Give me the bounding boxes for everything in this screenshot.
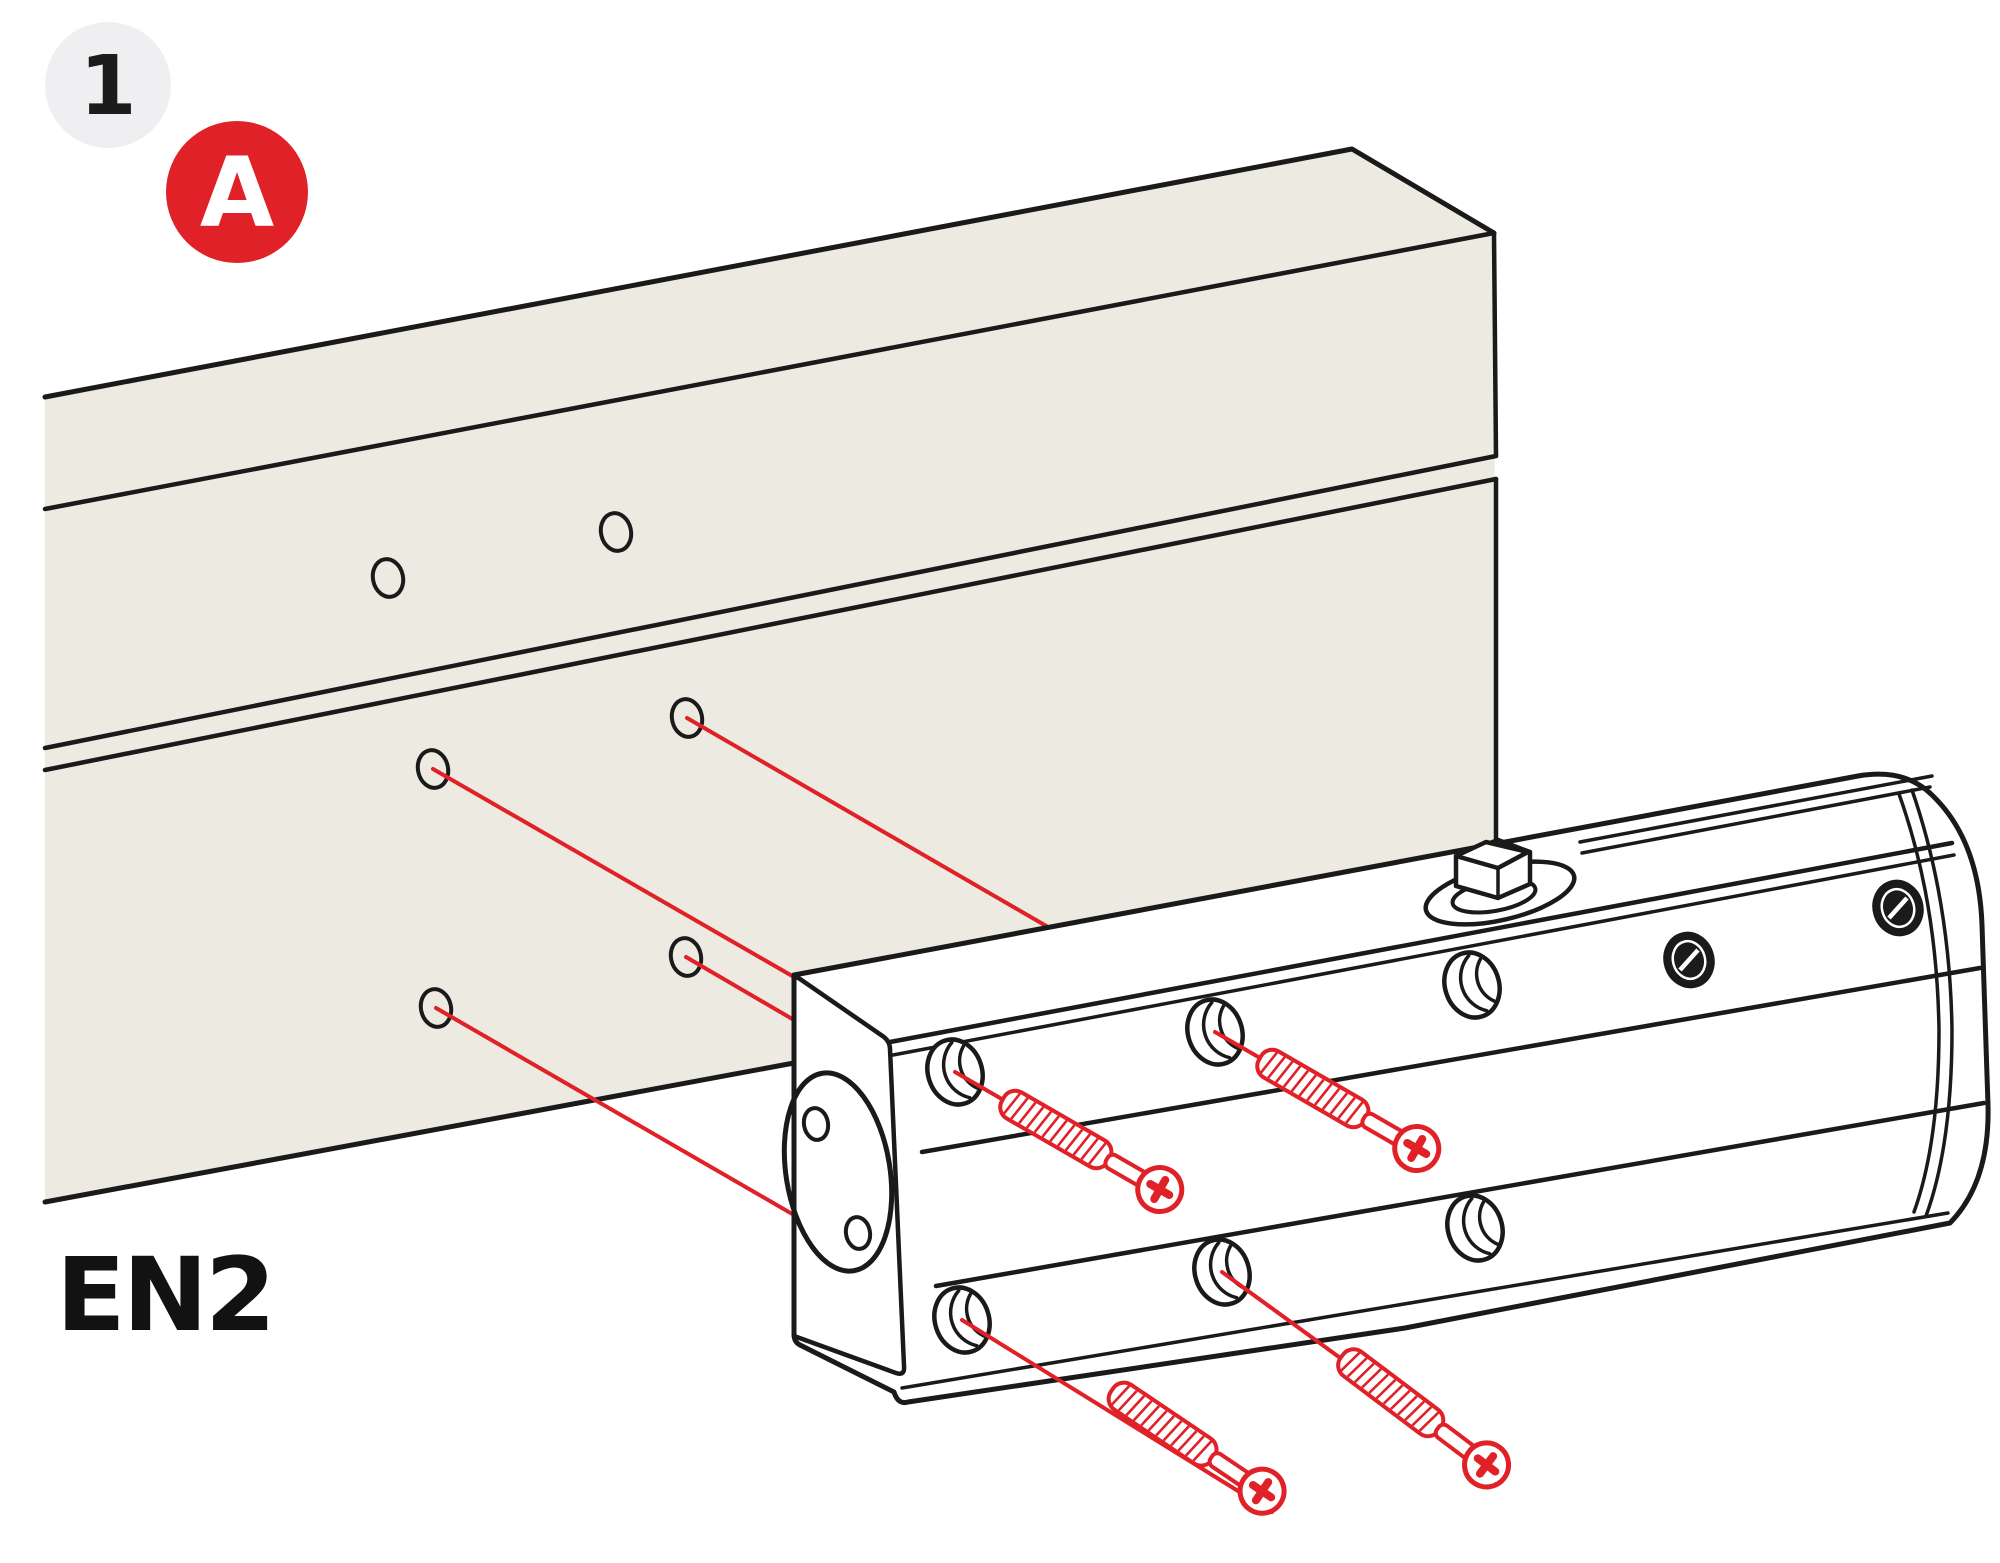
mounting-screws (953, 1030, 1518, 1522)
leader-line-3 (434, 1006, 796, 1217)
door-top-edge (42, 476, 1499, 773)
end-cap-hole-lower (843, 1215, 873, 1251)
right-cap-seam-inner (1897, 792, 1941, 1214)
mounting-screw-3 (1100, 1372, 1293, 1522)
closer-front-top-edge (887, 840, 1955, 1045)
top-chamfer-line-2 (1580, 785, 1932, 855)
top-chamfer-line-1 (1578, 774, 1934, 844)
door-bottom-edge (42, 1060, 797, 1205)
step-badge-number: 1 (79, 39, 136, 134)
pinion-hex-nut (1453, 837, 1533, 901)
right-cap-seam-outer (1910, 788, 1954, 1218)
closer-front-top-edge-inner (891, 853, 1956, 1057)
front-face-line-upper (919, 965, 1983, 1155)
step-badge: 1 (45, 22, 171, 148)
variant-marker-letter: A (200, 137, 274, 249)
frame-top-back-edge (42, 146, 1497, 400)
leader-line-2 (685, 716, 1050, 929)
frame-bottom-edge (42, 453, 1499, 751)
variant-marker: A (166, 121, 308, 263)
frame-right-edge (1491, 230, 1499, 459)
alignment-leader-lines (431, 716, 1050, 1217)
end-cap-hole-upper (801, 1106, 831, 1142)
leader-line-4 (684, 955, 796, 1022)
frame-top-front-edge (42, 230, 1497, 512)
pinion-assembly (1423, 837, 1577, 927)
front-face-line-lower (933, 1100, 1987, 1289)
mounting-screw-4 (1329, 1338, 1518, 1495)
door-closer-body (781, 771, 1991, 1405)
screw-axis-3 (960, 1318, 1274, 1514)
closer-silhouette (791, 771, 1991, 1405)
panels-silhouette (45, 149, 1496, 1202)
end-cap-circle (781, 1070, 895, 1274)
leader-line-1 (431, 767, 796, 979)
rating-label: EN2 (56, 1236, 273, 1355)
door-and-frame-panels (42, 146, 1499, 1205)
bottom-sliver-line (900, 1211, 1950, 1390)
